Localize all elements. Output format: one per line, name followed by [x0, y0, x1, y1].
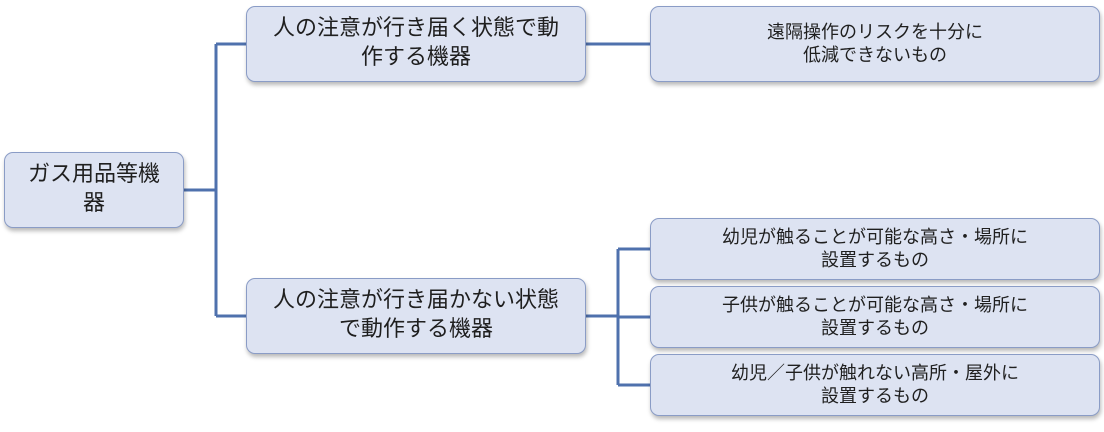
root-node-gas-appliances: ガス用品等機 器 [4, 152, 184, 228]
branch-node-attended-operation: 人の注意が行き届く状態で動 作する機器 [246, 6, 586, 82]
leaf-node-child-reachable: 子供が触ることが可能な高さ・場所に 設置するもの [650, 286, 1100, 348]
branch-node-unattended-operation: 人の注意が行き届かない状態 で動作する機器 [246, 278, 586, 354]
leaf-node-infant-reachable: 幼児が触ることが可能な高さ・場所に 設置するもの [650, 218, 1100, 280]
leaf-node-unreachable-high-outdoor: 幼児／子供が触れない高所・屋外に 設置するもの [650, 354, 1100, 416]
leaf-node-remote-risk-not-reduced: 遠隔操作のリスクを十分に 低減できないもの [650, 6, 1100, 82]
